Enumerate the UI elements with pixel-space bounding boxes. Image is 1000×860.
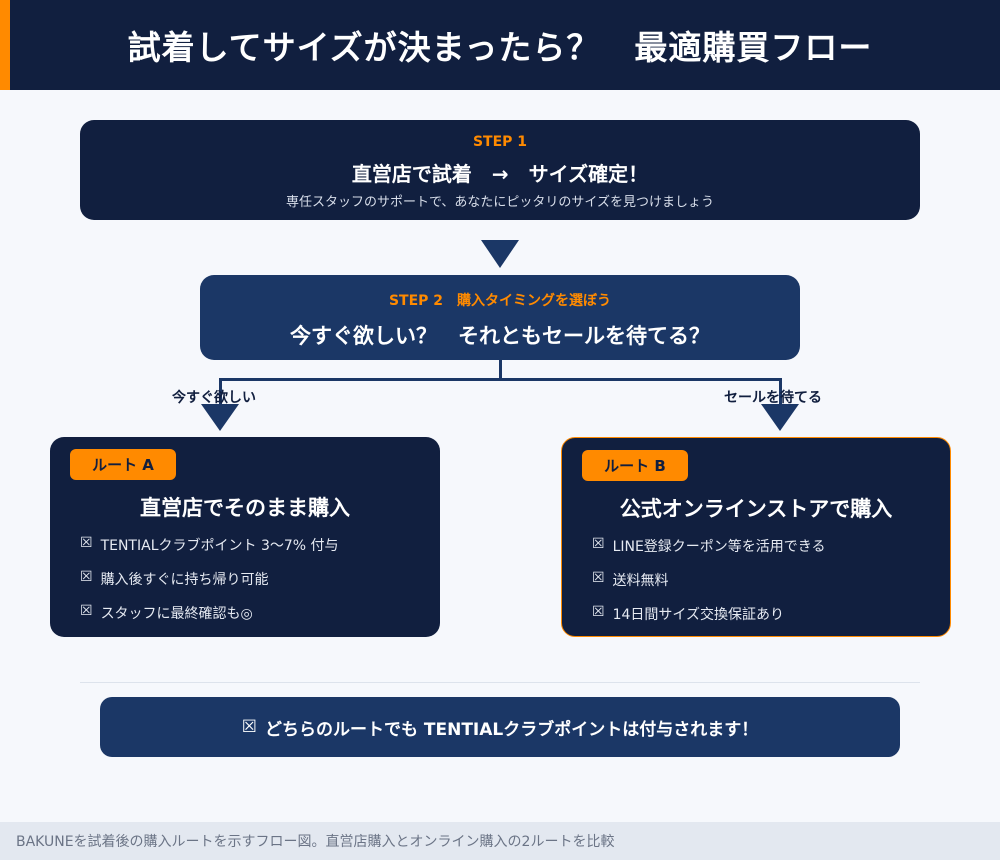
banner-text: どちらのルートでも TENTIALクラブポイントは付与されます！	[264, 719, 759, 740]
list-item: ☒ 購入後すぐに持ち帰り可能	[80, 569, 339, 603]
caption: BAKUNEを試着後の購入ルートを示すフロー図。直営店購入とオンライン購入の2ル…	[0, 822, 1000, 860]
checkbox-icon: ☒	[80, 569, 93, 585]
branch-label-right: セールを待てる	[724, 390, 822, 406]
checkbox-icon: ☒	[592, 604, 605, 620]
divider	[80, 682, 920, 683]
connector-line	[779, 378, 782, 406]
step2-box: STEP 2 購入タイミングを選ぼう 今すぐ欲しい？ それともセールを待てる？	[200, 275, 800, 360]
arrow-down-icon	[481, 240, 519, 268]
checkbox-icon: ☒	[80, 603, 93, 619]
item-text: 購入後すぐに持ち帰り可能	[100, 572, 269, 588]
route-badge: ルート A	[70, 449, 176, 480]
route-badge: ルート B	[582, 450, 688, 481]
header: 試着してサイズが決まったら？ 最適購買フロー	[0, 0, 1000, 90]
checkbox-icon: ☒	[241, 717, 257, 737]
checkbox-icon: ☒	[592, 570, 605, 586]
step1-label: STEP 1	[472, 134, 528, 150]
checkbox-icon: ☒	[80, 535, 93, 551]
connector-line	[219, 378, 782, 381]
item-text: スタッフに最終確認も◎	[100, 606, 253, 622]
page-title: 試着してサイズが決まったら？ 最適購買フロー	[127, 28, 873, 67]
step1-box: STEP 1 直営店で試着 → サイズ確定！ 専任スタッフのサポートで、あなたに…	[80, 120, 920, 220]
step1-title: 直営店で試着 → サイズ確定！	[351, 162, 649, 186]
list-item: ☒ 14日間サイズ交換保証あり	[592, 604, 826, 638]
step2-title: 今すぐ欲しい？ それともセールを待てる？	[290, 324, 710, 348]
accent-bar	[0, 0, 10, 90]
list-item: ☒ 送料無料	[592, 570, 826, 604]
list-item: ☒ TENTIALクラブポイント 3〜7% 付与	[80, 535, 339, 569]
checkbox-icon: ☒	[592, 536, 605, 552]
arrow-down-icon	[201, 404, 239, 431]
connector-line	[219, 378, 222, 406]
item-text: LINE登録クーポン等を活用できる	[612, 539, 826, 555]
branch-label-left: 今すぐ欲しい	[172, 390, 256, 406]
item-text: 14日間サイズ交換保証あり	[612, 607, 784, 623]
route-b-card: ルート B 公式オンラインストアで購入 ☒ LINE登録クーポン等を活用できる ☒…	[561, 437, 951, 637]
step1-subtitle: 専任スタッフのサポートで、あなたにピッタリのサイズを見つけましょう	[285, 195, 715, 210]
item-text: TENTIALクラブポイント 3〜7% 付与	[100, 538, 339, 554]
route-title: 公式オンラインストアで購入	[619, 497, 893, 521]
list-item: ☒ スタッフに最終確認も◎	[80, 603, 339, 637]
arrow-down-icon	[761, 404, 799, 431]
item-text: 送料無料	[612, 573, 669, 589]
step2-label: STEP 2 購入タイミングを選ぼう	[388, 293, 612, 309]
connector-line	[499, 360, 502, 380]
route-title: 直営店でそのまま購入	[140, 496, 350, 520]
route-a-card: ルート A 直営店でそのまま購入 ☒ TENTIALクラブポイント 3〜7% 付与…	[50, 437, 440, 637]
points-banner: ☒ どちらのルートでも TENTIALクラブポイントは付与されます！	[100, 697, 900, 757]
list-item: ☒ LINE登録クーポン等を活用できる	[592, 536, 826, 570]
